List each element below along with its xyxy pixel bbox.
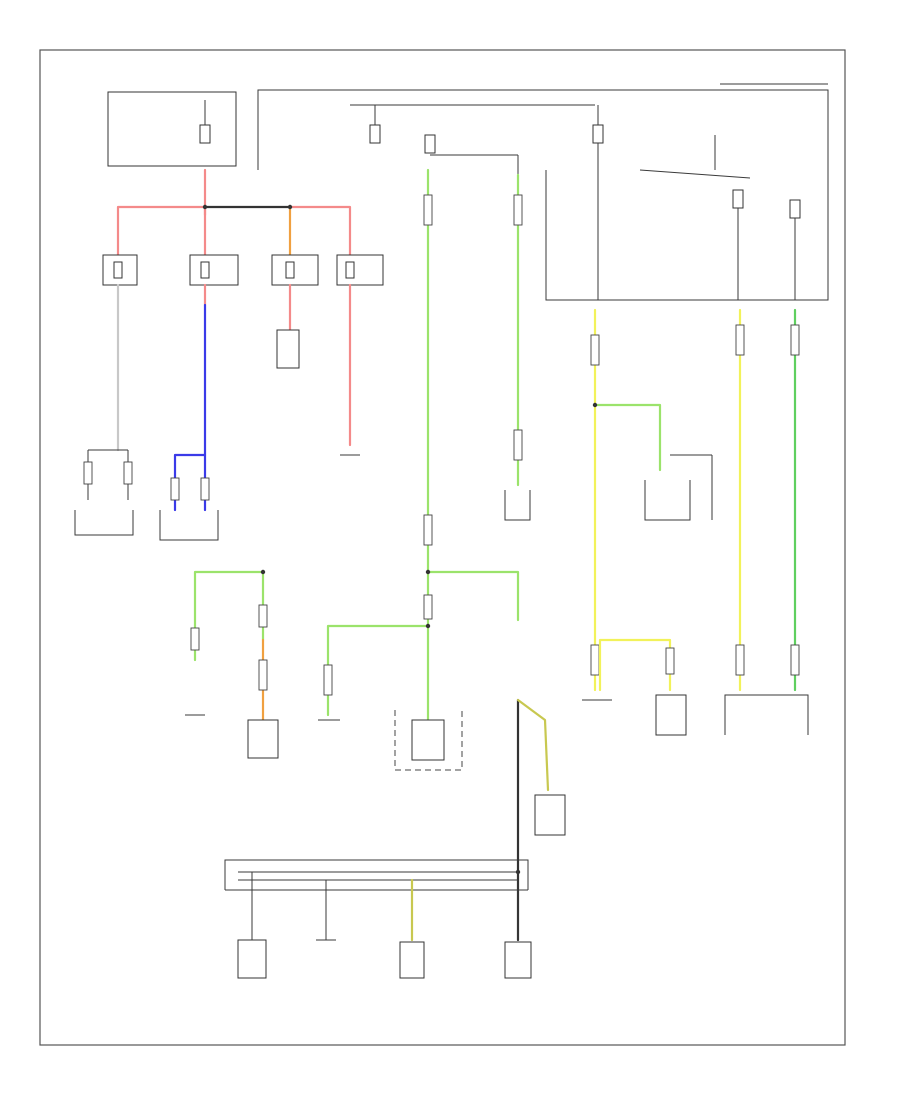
center-trunk <box>318 168 531 771</box>
left-fuse-group <box>102 168 384 457</box>
diagram-border <box>39 49 846 1046</box>
fuse-symbol <box>732 189 744 209</box>
fuse-symbol <box>369 124 381 144</box>
lower-center-branch <box>515 698 566 942</box>
right-branch <box>582 308 809 736</box>
lower-left-green-branch <box>185 569 279 759</box>
component-box <box>399 941 425 979</box>
fuse-symbol <box>592 124 604 144</box>
component-box <box>655 694 687 736</box>
splice-dot <box>202 204 208 210</box>
component-box <box>247 719 279 759</box>
component-box <box>276 329 300 369</box>
splice-dot <box>287 204 293 210</box>
component-box <box>534 794 566 836</box>
left-lower-components <box>74 449 219 541</box>
fuse-symbol <box>424 134 436 154</box>
fuse-symbol <box>789 199 801 219</box>
component-box <box>411 719 445 761</box>
component-box <box>504 941 532 979</box>
top-left-fuse-box <box>107 91 237 167</box>
component-box <box>237 939 267 979</box>
main-fuse-box <box>257 83 829 301</box>
bottom-splice-group <box>224 859 532 979</box>
